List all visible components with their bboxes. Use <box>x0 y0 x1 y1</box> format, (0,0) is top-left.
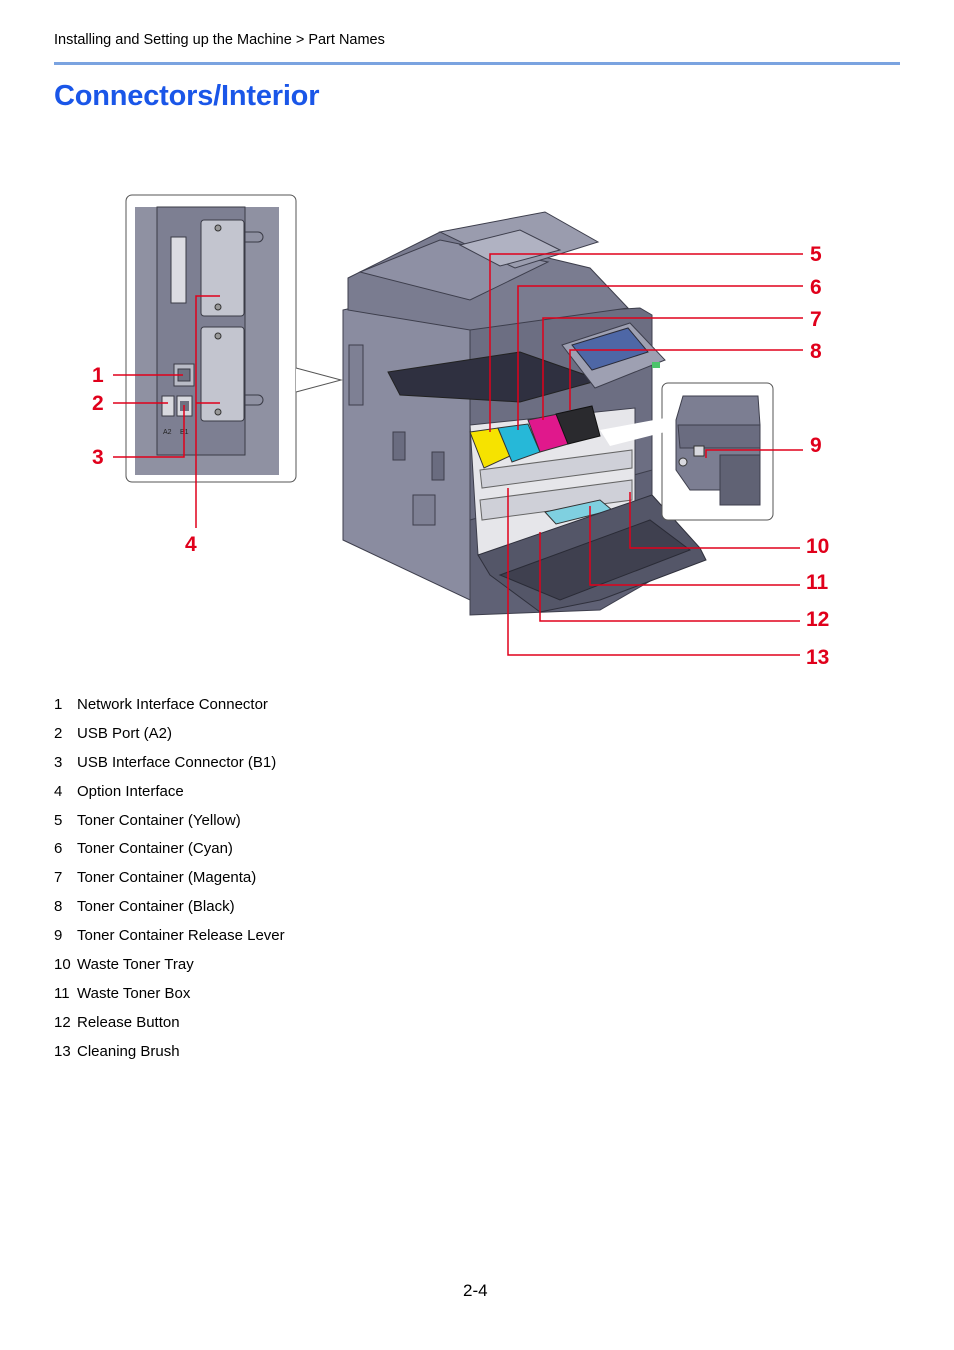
callout-10: 10 <box>806 535 829 558</box>
callout-leaders <box>113 253 803 656</box>
callout-numbers: 1 2 3 4 5 6 7 8 9 10 11 12 13 <box>92 243 829 669</box>
page-title: Connectors/Interior <box>54 80 320 112</box>
callout-5: 5 <box>810 243 822 266</box>
release-lever-inset <box>661 382 774 521</box>
printer-body <box>342 211 707 616</box>
callout-13: 13 <box>806 646 829 669</box>
callout-12: 12 <box>806 608 829 631</box>
header-divider <box>54 62 900 65</box>
callout-1: 1 <box>92 364 104 387</box>
callout-8: 8 <box>810 340 822 363</box>
callout-4: 4 <box>185 533 197 556</box>
callout-9: 9 <box>810 434 822 457</box>
connector-inset: A2 B1 <box>125 194 343 483</box>
port-label-a2: A2 <box>163 429 172 436</box>
callout-6: 6 <box>810 276 822 299</box>
callout-2: 2 <box>92 392 104 415</box>
page-number: 2-4 <box>463 1281 488 1300</box>
callout-7: 7 <box>810 308 822 331</box>
machine-illustration: A2 B1 <box>92 194 829 669</box>
callout-11: 11 <box>806 571 829 594</box>
breadcrumb: Installing and Setting up the Machine > … <box>54 32 385 48</box>
callout-3: 3 <box>92 446 104 469</box>
